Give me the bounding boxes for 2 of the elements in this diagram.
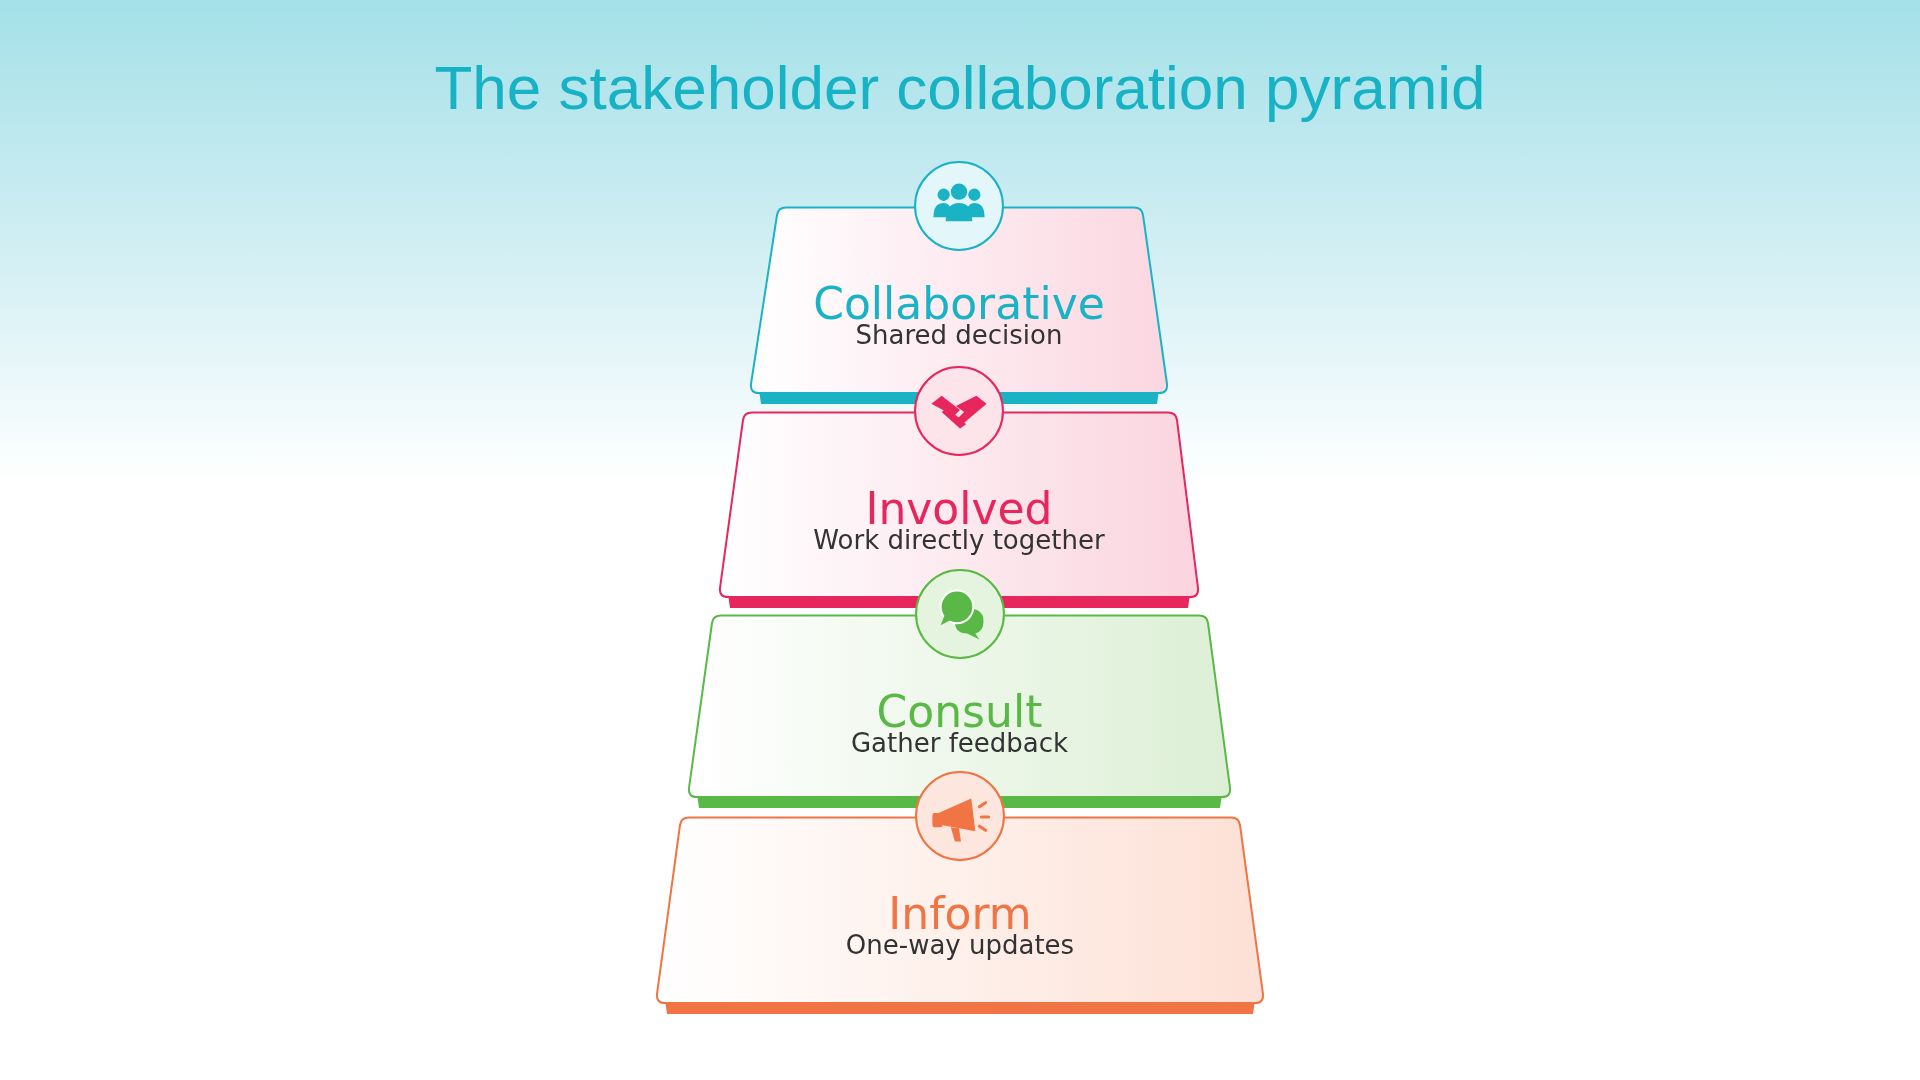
tier-description: One-way updates (844, 930, 1076, 960)
title: The stakeholder collaboration pyramid (433, 52, 1487, 123)
